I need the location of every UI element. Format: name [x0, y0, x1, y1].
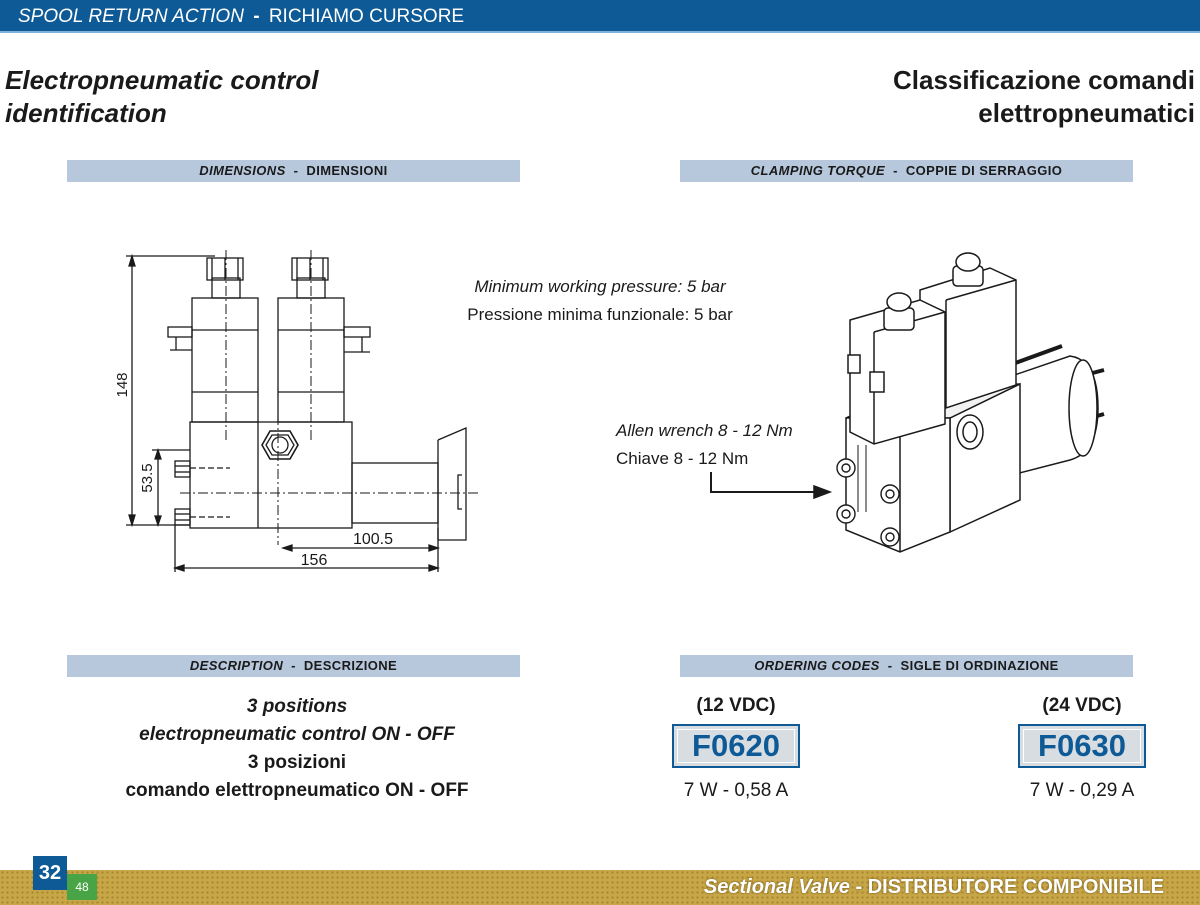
dim-148-label: 148 [114, 372, 131, 397]
torque-note-it: Chiave 8 - 12 Nm [616, 449, 749, 468]
ordering-power-24: 7 W - 0,29 A [1029, 780, 1135, 801]
section-description: DESCRIPTION - DESCRIZIONE [67, 655, 520, 677]
header-bar: SPOOL RETURN ACTION - RICHIAMO CURSORE [0, 0, 1200, 33]
section-dimensions-sep: - [293, 163, 299, 178]
description-line4: comando elettropneumatico ON - OFF [125, 780, 469, 801]
title-it-line2: elettropneumatici [978, 98, 1195, 128]
title-it-line1: Classificazione comandi [893, 65, 1195, 95]
page-number: 32 [33, 856, 67, 890]
header-title-en: SPOOL RETURN ACTION [18, 6, 244, 27]
section-clamping-it: COPPIE DI SERRAGGIO [905, 163, 1063, 178]
ordering-code-24: F0630 [1018, 724, 1146, 768]
section-ordering: ORDERING CODES - SIGLE DI ORDINAZIONE [680, 655, 1133, 677]
section-ordering-en: ORDERING CODES [754, 658, 880, 673]
footer-title-it: DISTRIBUTORE COMPONIBILE [867, 876, 1164, 898]
title-en-line1: Electropneumatic control [5, 65, 319, 95]
section-ordering-it: SIGLE DI ORDINAZIONE [900, 658, 1059, 673]
pressure-note-en: Minimum working pressure: 5 bar [474, 277, 726, 296]
section-clamping-sep: - [893, 163, 898, 178]
section-description-sep: - [291, 658, 296, 673]
section-description-en: DESCRIPTION [189, 658, 284, 673]
section-dimensions-it: DIMENSIONI [306, 163, 388, 178]
description-line1: 3 positions [246, 696, 348, 717]
title-en: Electropneumatic control identification [5, 64, 425, 130]
section-dimensions: DIMENSIONS - DIMENSIONI [67, 160, 520, 182]
section-ordering-sep: - [887, 658, 893, 673]
footer-bar [0, 870, 1200, 905]
section-clamping: CLAMPING TORQUE - COPPIE DI SERRAGGIO [680, 160, 1133, 182]
section-description-it: DESCRIZIONE [303, 658, 398, 673]
pressure-note-it: Pressione minima funzionale: 5 bar [467, 305, 733, 324]
description-line3: 3 posizioni [247, 752, 347, 773]
ordering-power-12: 7 W - 0,58 A [683, 780, 789, 801]
footer-title-en: Sectional Valve [703, 876, 850, 898]
dim-100-5-label: 100.5 [353, 531, 393, 548]
description-block: 3 positions electropneumatic control ON … [67, 693, 527, 805]
torque-note: Allen wrench 8 - 12 Nm Chiave 8 - 12 Nm [616, 417, 836, 473]
footer-title: Sectional Valve - DISTRIBUTORE COMPONIBI… [704, 876, 1164, 899]
page-number-small: 48 [67, 874, 97, 900]
title-en-line2: identification [5, 98, 167, 128]
dim-156-label: 156 [301, 552, 328, 569]
title-it: Classificazione comandi elettropneumatic… [775, 64, 1195, 130]
header-separator: - [253, 6, 260, 27]
pressure-note: Minimum working pressure: 5 bar Pression… [430, 273, 770, 329]
ordering-code-12: F0620 [672, 724, 800, 768]
ordering-voltage-12: (12 VDC) [696, 695, 776, 716]
description-line2: electropneumatic control ON - OFF [139, 724, 455, 745]
ordering-voltage-24: (24 VDC) [1042, 695, 1122, 716]
torque-note-en: Allen wrench 8 - 12 Nm [616, 421, 793, 440]
section-dimensions-en: DIMENSIONS [199, 163, 286, 178]
section-clamping-en: CLAMPING TORQUE [750, 163, 886, 178]
footer-separator: - [855, 876, 863, 898]
dim-53-5-label: 53.5 [139, 463, 156, 492]
header-title-it: RICHIAMO CURSORE [268, 6, 465, 27]
